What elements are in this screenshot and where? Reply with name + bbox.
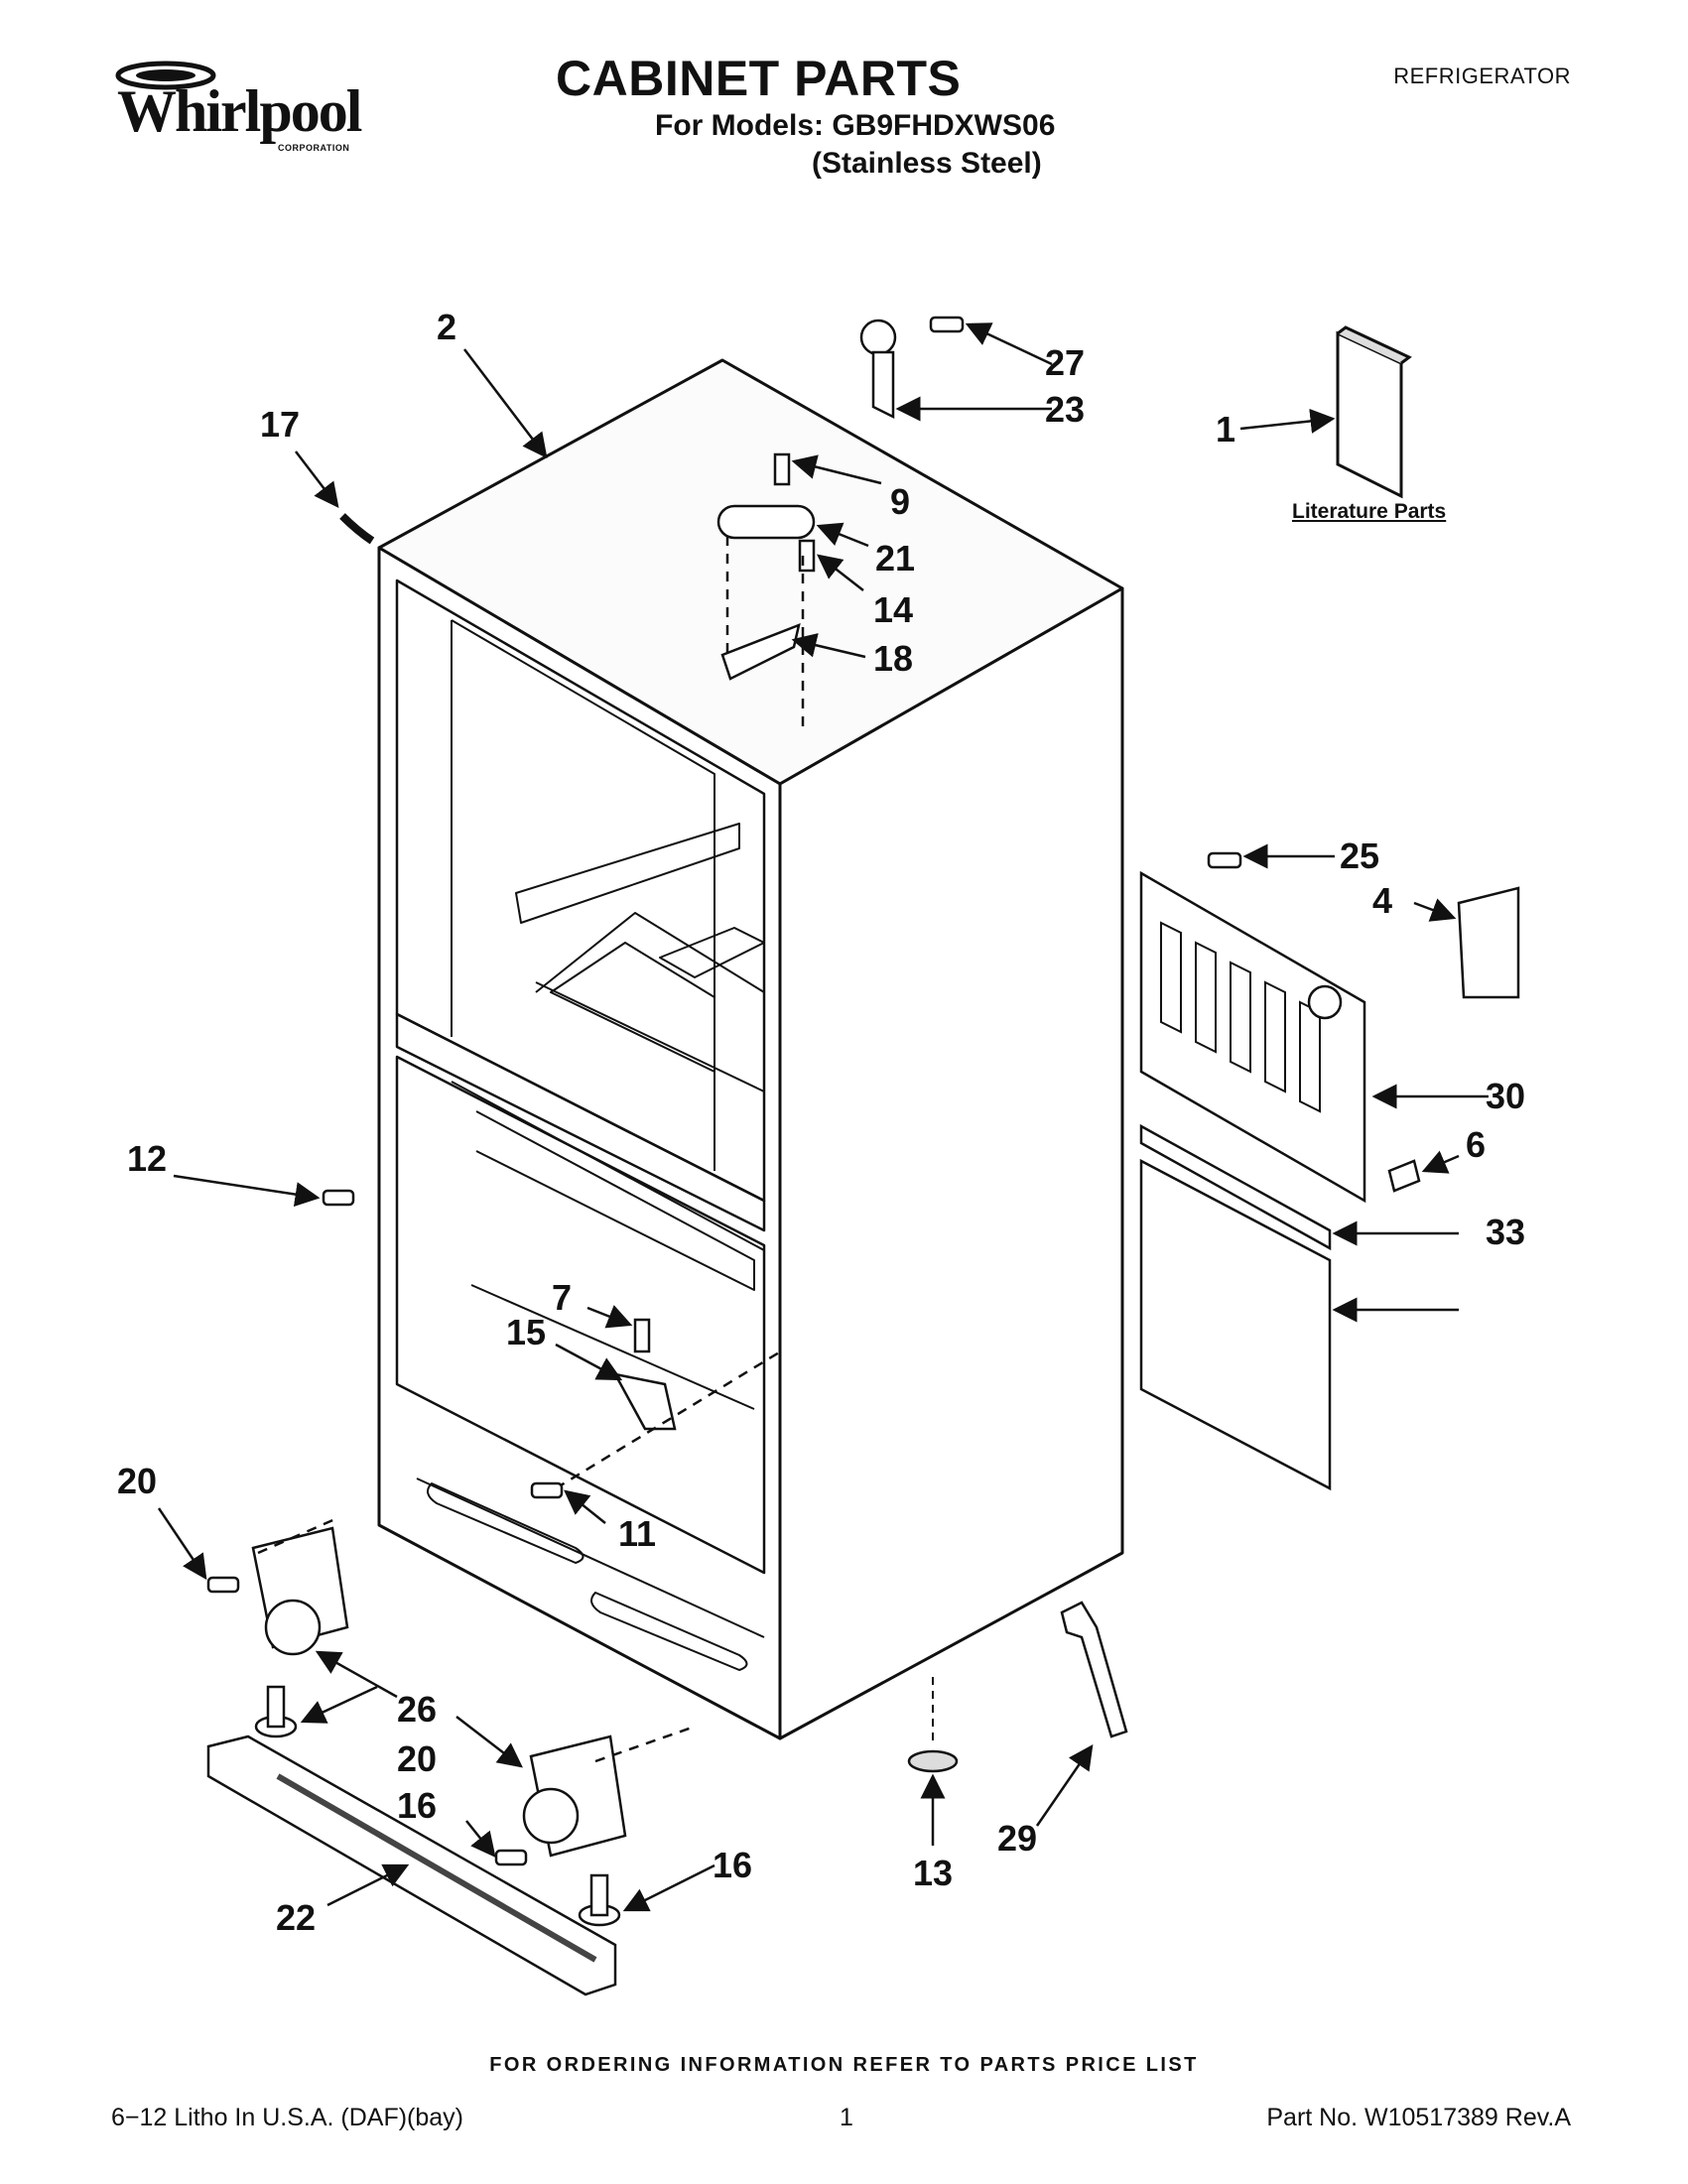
screw-9	[773, 452, 791, 486]
plug-13	[907, 1749, 959, 1773]
screw-25	[1207, 851, 1242, 869]
bracket-23-stem	[871, 350, 895, 420]
page-title: CABINET PARTS	[556, 51, 962, 106]
page-number: 1	[840, 2104, 853, 2131]
toe-panel-33	[1139, 1158, 1332, 1491]
leveling-leg-16-right-stem	[589, 1873, 609, 1917]
callout-21: 21	[875, 538, 915, 578]
screw-12	[322, 1189, 355, 1207]
callout-1: 1	[1216, 409, 1235, 450]
brand-name: Whirlpool	[117, 78, 362, 144]
literature-booklet	[1336, 325, 1412, 499]
ordering-note: FOR ORDERING INFORMATION REFER TO PARTS …	[489, 2054, 1199, 2076]
brand-subtitle: CORPORATION	[278, 143, 350, 153]
print-info: 6−12 Litho In U.S.A. (DAF)(bay)	[111, 2104, 464, 2131]
gasket-29	[1139, 1123, 1332, 1251]
callout-26: 26	[397, 1689, 437, 1730]
screw-20-right	[494, 1849, 528, 1866]
leveling-leg-16-left-stem	[266, 1685, 286, 1729]
cabinet-body	[377, 358, 1124, 1740]
wrench-30	[1060, 1601, 1128, 1738]
callout-16-right: 16	[713, 1845, 752, 1885]
callout-17: 17	[260, 404, 300, 445]
finish-line: (Stainless Steel)	[812, 147, 1042, 180]
lower-hinge-parts	[530, 1318, 785, 1499]
hinge-15	[612, 1372, 677, 1431]
callout-18: 18	[873, 638, 913, 679]
clip-6	[1387, 1159, 1421, 1193]
callout-30: 29	[997, 1818, 1037, 1859]
callout-2: 2	[437, 307, 456, 347]
pin-7	[633, 1318, 651, 1353]
screw-11	[530, 1481, 564, 1499]
clip-4	[1457, 886, 1520, 999]
models-line: For Models: GB9FHDXWS06	[655, 109, 1056, 142]
callout-13: 13	[913, 1853, 953, 1893]
screw-20-left	[206, 1576, 240, 1594]
callout-14: 14	[873, 589, 913, 630]
tube-17	[339, 513, 375, 545]
whirlpool-logo: Whirlpool CORPORATION	[111, 56, 379, 165]
callout-numbers: 2 17 27 23 1 9 21 14 18 25 4 30 6 33 12 …	[117, 307, 1525, 1938]
callout-28: 30	[1486, 1076, 1525, 1116]
callout-15: 15	[506, 1312, 546, 1352]
callout-27: 27	[1045, 342, 1085, 383]
callout-22: 22	[276, 1897, 316, 1938]
callout-4: 4	[1372, 880, 1392, 921]
callout-29: 33	[1486, 1212, 1525, 1252]
roller-wheel-left-26	[264, 1599, 322, 1656]
callout-leaders	[157, 322, 1489, 1912]
literature-parts-label: Literature Parts	[1292, 500, 1447, 523]
callout-6: 6	[1466, 1124, 1486, 1165]
callout-23: 23	[1045, 389, 1085, 430]
callout-25: 25	[1340, 835, 1379, 876]
bracket-23	[859, 319, 897, 356]
callout-20-left: 20	[117, 1461, 157, 1501]
base-grille-22	[206, 1734, 617, 1996]
hinge-cover-21	[716, 504, 816, 540]
part-number: Part No. W10517389 Rev.A	[1266, 2104, 1571, 2131]
callout-16-left: 16	[397, 1785, 437, 1826]
rear-grille-28	[1139, 870, 1366, 1204]
appliance-type: REFRIGERATOR	[1393, 64, 1571, 88]
callout-11: 11	[618, 1513, 656, 1554]
screw-27	[929, 316, 965, 333]
callout-20-right: 20	[397, 1738, 437, 1779]
callout-7: 7	[552, 1277, 572, 1318]
roller-wheel-right-26	[522, 1787, 580, 1845]
logo-swirl-icon	[115, 61, 216, 90]
roller-assemblies	[206, 1516, 696, 1927]
callout-12: 12	[127, 1138, 167, 1179]
callout-9: 9	[890, 481, 910, 522]
